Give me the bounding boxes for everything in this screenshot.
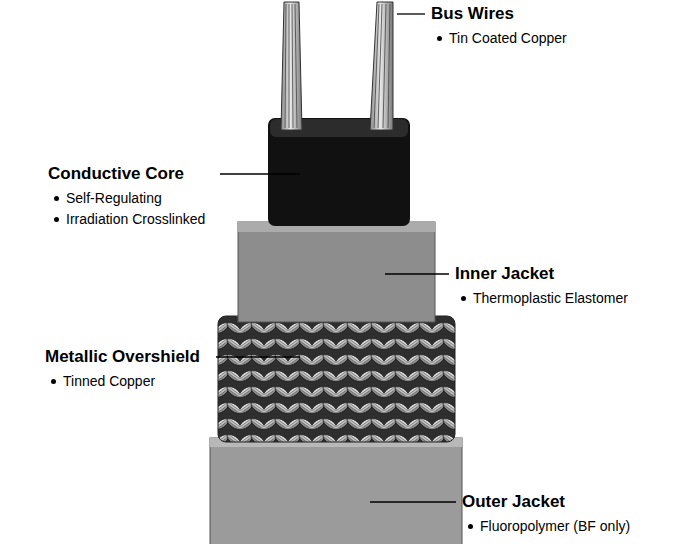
part-detail-text: Irradiation Crosslinked	[66, 211, 205, 227]
bullet-dot	[437, 36, 442, 41]
bullet-dot	[54, 217, 59, 222]
leader-line	[385, 273, 449, 274]
part-name-text: Metallic Overshield	[45, 347, 200, 366]
conductive-core	[268, 118, 410, 226]
part-name-text: Outer Jacket	[462, 492, 565, 511]
part-detail-text: Thermoplastic Elastomer	[473, 290, 628, 306]
bullet-dot	[468, 524, 473, 529]
leader-line	[220, 173, 300, 174]
bus-wire	[281, 2, 302, 130]
leader-line	[397, 13, 425, 14]
part-name-text: Bus Wires	[431, 4, 514, 23]
part-detail-text: Tin Coated Copper	[449, 30, 567, 46]
part-detail-text: Fluoropolymer (BF only)	[480, 518, 630, 534]
bullet-item: Tin Coated Copper	[437, 29, 567, 47]
bullet-dot	[54, 196, 59, 201]
bullet-item: Tinned Copper	[51, 372, 155, 390]
part-name: Conductive Core	[48, 164, 184, 184]
bus-wire	[370, 2, 393, 130]
metallic-overshield	[218, 316, 455, 442]
part-name: Metallic Overshield	[45, 347, 200, 367]
leader-line	[216, 356, 300, 357]
bullet-item: Fluoropolymer (BF only)	[468, 517, 630, 535]
bullet-dot	[461, 296, 466, 301]
bullet-dot	[51, 379, 56, 384]
part-name: Inner Jacket	[455, 264, 554, 284]
part-name: Bus Wires	[431, 4, 514, 24]
bullet-item: Self-Regulating	[54, 189, 162, 207]
outer-jacket	[210, 438, 462, 544]
bullet-item: Irradiation Crosslinked	[54, 210, 205, 228]
part-name-text: Conductive Core	[48, 164, 184, 183]
part-name-text: Inner Jacket	[455, 264, 554, 283]
part-name: Outer Jacket	[462, 492, 565, 512]
bullet-item: Thermoplastic Elastomer	[461, 289, 628, 307]
part-detail-text: Self-Regulating	[66, 190, 162, 206]
inner-jacket	[238, 222, 435, 322]
part-detail-text: Tinned Copper	[63, 373, 155, 389]
leader-line	[370, 501, 456, 502]
